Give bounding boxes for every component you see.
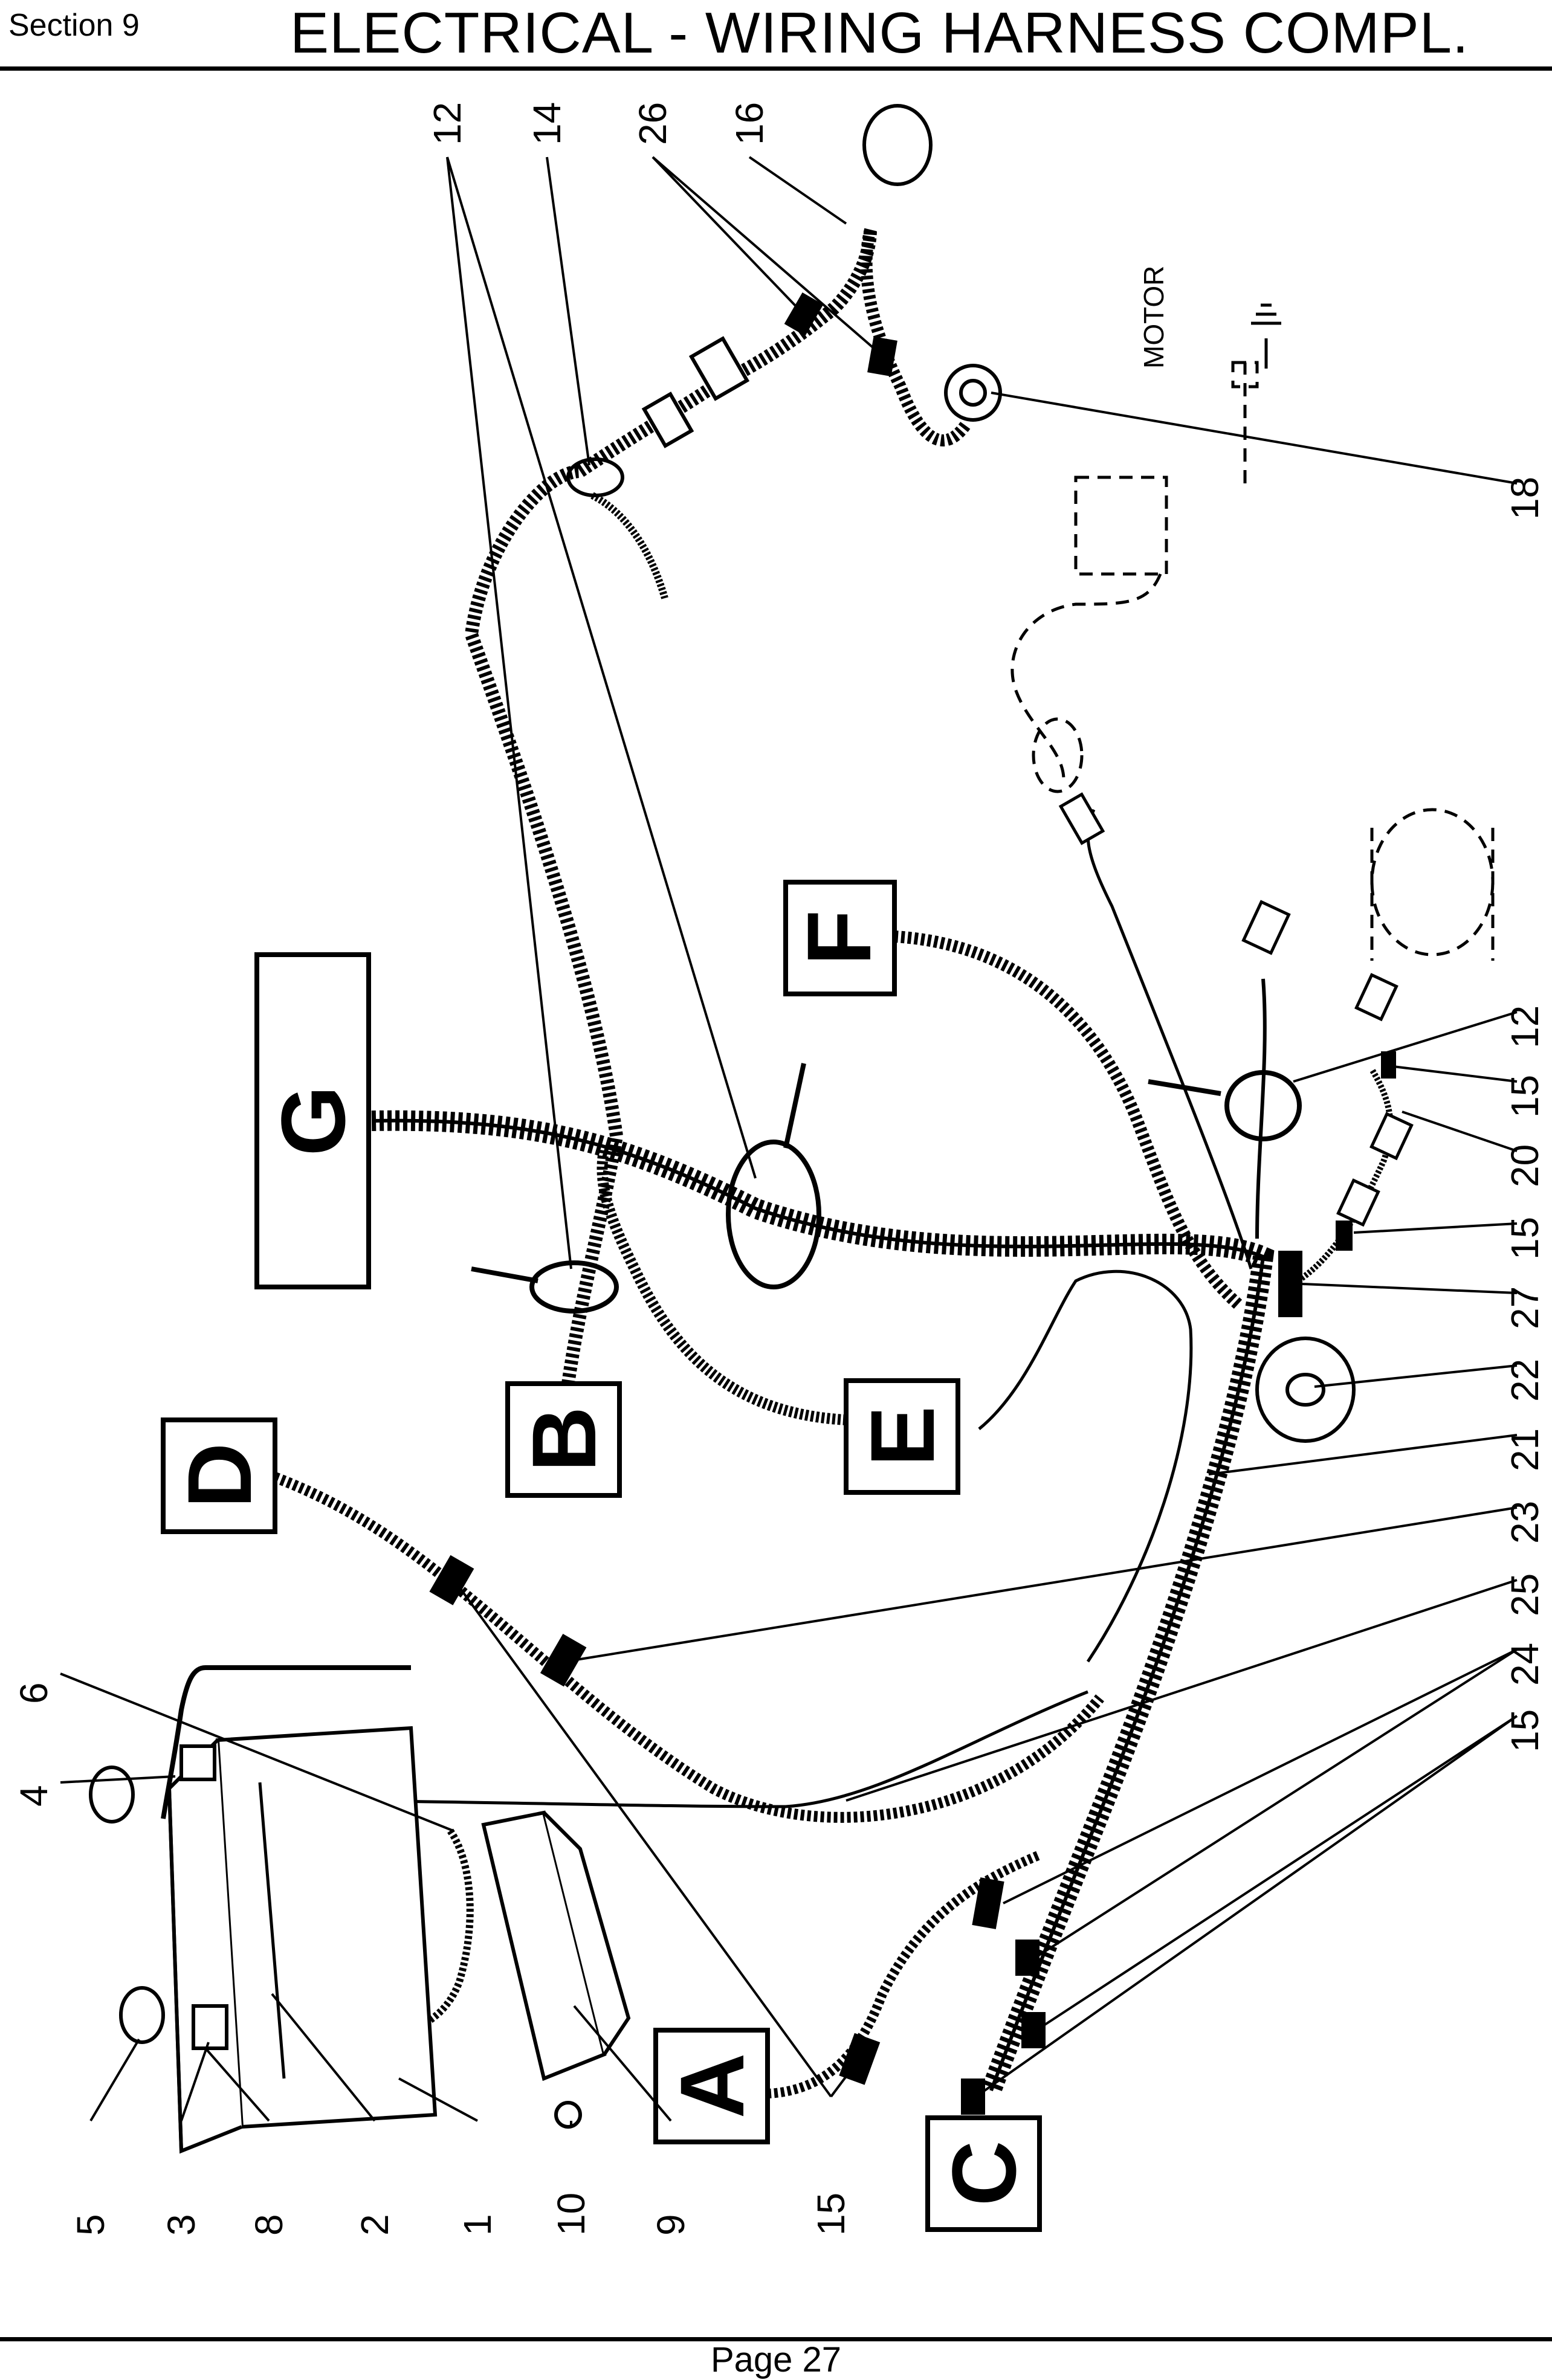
motor-housing-outline (1370, 808, 1495, 956)
motor-probe-wire (1086, 808, 1253, 1269)
callout-10: 10 (549, 2193, 593, 2236)
clamp-15-d (1336, 1221, 1353, 1251)
ring-22 (1255, 1337, 1356, 1443)
callout-15-right-a: 15 (1503, 1075, 1547, 1118)
motor-switch-outline (1074, 476, 1168, 576)
callout-18: 18 (1503, 477, 1547, 520)
callout-5: 5 (69, 2214, 112, 2236)
screw-10 (554, 2101, 582, 2129)
callout-3: 3 (160, 2214, 203, 2236)
e-loop-wire (978, 1269, 1193, 1663)
lamp-branch-cable (860, 228, 972, 447)
battery-assembly (89, 1726, 631, 2154)
motor-label: MOTOR (1138, 266, 1169, 369)
cable-tie-loops (471, 1063, 1302, 1314)
pigtail-20 (1285, 1068, 1394, 1290)
connector-open (688, 336, 750, 401)
cable-tie-14-loop (566, 457, 624, 497)
callouts-bottom: 5 3 8 2 1 10 9 15 (69, 2193, 853, 2236)
terminal-cap-5 (119, 1986, 165, 2044)
battery-terminal-3 (192, 2004, 228, 2050)
connector-label-f: F (788, 910, 890, 966)
small-connectors (1058, 792, 1414, 1227)
clamp-24-a (972, 1877, 1004, 1929)
motor-dashed-parts (1010, 361, 1495, 961)
page-title: ELECTRICAL - WIRING HARNESS COMPL. (290, 1, 1469, 65)
main-harness-cable (371, 1110, 1275, 2094)
callout-15-bottom: 15 (809, 2193, 853, 2236)
ground-symbol (1251, 303, 1281, 369)
branch-f-cable (894, 930, 1243, 1310)
callout-23: 23 (1503, 1501, 1547, 1544)
upper-branch-cable (576, 229, 877, 477)
callout-22: 22 (1503, 1359, 1547, 1402)
connector-label-c: C (933, 2141, 1035, 2206)
branch-a-cable (767, 1850, 1042, 2098)
callout-20: 20 (1503, 1144, 1547, 1187)
callout-6: 6 (12, 1682, 56, 1704)
connector-box-d (161, 1417, 277, 1534)
clamp-23-upper (429, 1555, 474, 1605)
lamp-parts (566, 104, 1002, 599)
battery-terminal-8 (179, 1744, 216, 1781)
footer-rule (0, 2337, 1552, 2341)
page-number: Page 27 (710, 2340, 842, 2379)
connector-letters: A B C D E F G (169, 910, 1035, 2206)
callout-4: 4 (12, 1785, 56, 1807)
clamp-15-e (1381, 1051, 1396, 1079)
cable-tie-12-g (726, 1140, 821, 1289)
connector-label-a: A (661, 2053, 763, 2118)
clamp-15-c (961, 2078, 985, 2115)
clamp-26-b (867, 336, 897, 377)
callout-8: 8 (247, 2214, 291, 2236)
callout-15-right-c: 15 (1503, 1709, 1547, 1752)
connector-box-b (505, 1381, 622, 1498)
connector-label-g: G (262, 1086, 364, 1156)
battery-body (215, 1726, 438, 2129)
leader-lines (60, 156, 1518, 2127)
motor-connector-outline (1032, 717, 1084, 793)
callout-12-top: 12 (425, 102, 469, 145)
clamps (429, 292, 1396, 2115)
connector-boxes (161, 880, 1042, 2232)
connector-box-g (254, 952, 371, 1289)
callout-12-right: 12 (1503, 1005, 1547, 1048)
branch-e-cable (597, 1147, 847, 1425)
harness-cables (161, 228, 1394, 2098)
callout-21: 21 (1503, 1428, 1547, 1471)
callout-1: 1 (456, 2214, 499, 2236)
terminal-cap-4 (89, 1766, 135, 1824)
connector-label-e: E (852, 1406, 953, 1466)
callouts-right: 18 12 15 20 15 27 22 21 23 25 24 15 (1503, 477, 1547, 1752)
branch-b-cable (464, 465, 624, 1385)
branch-d-cable (273, 1472, 1104, 1823)
connector-box-f (783, 880, 897, 996)
cable-tie-12-right (1224, 1070, 1302, 1141)
callout-26: 26 (631, 102, 674, 145)
connector-label-b: B (513, 1407, 615, 1472)
callout-15-right-b: 15 (1503, 1217, 1547, 1260)
connector-label-d: D (169, 1443, 270, 1508)
clamp-26-a (784, 292, 824, 336)
callout-14: 14 (525, 102, 569, 145)
lamp-16 (862, 104, 933, 186)
connector-box-a (653, 2028, 770, 2144)
callout-16: 16 (728, 102, 771, 145)
connector-box-e (844, 1378, 960, 1495)
callouts-top: 12 14 26 16 (425, 102, 771, 145)
header-rule (0, 66, 1552, 71)
callout-27: 27 (1503, 1286, 1547, 1329)
callout-9: 9 (649, 2214, 693, 2236)
section-label: Section 9 (8, 8, 140, 43)
callout-24: 24 (1503, 1643, 1547, 1686)
connector-box-c (925, 2115, 1042, 2232)
clamp-23-lower (540, 1633, 587, 1687)
clamp-15-b (1021, 2012, 1046, 2048)
cable-tie-12-b (529, 1260, 619, 1314)
callout-25: 25 (1503, 1573, 1547, 1616)
clamp-27 (1278, 1251, 1302, 1317)
callout-2: 2 (353, 2214, 396, 2236)
